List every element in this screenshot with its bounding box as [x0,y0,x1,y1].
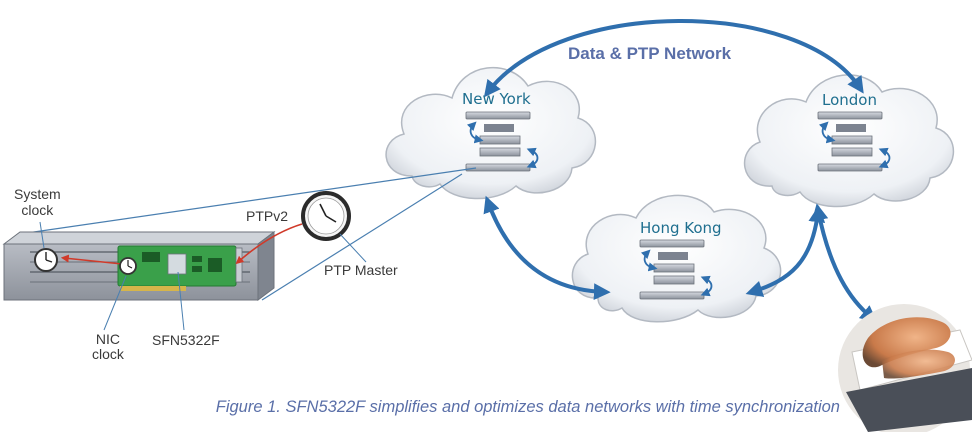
city-label-hong-kong: Hong Kong [640,219,722,237]
city-label-new-york: New York [462,90,531,108]
link-new-york-london [483,19,864,98]
nic-card [117,245,243,291]
typing-hands-image [838,304,972,436]
callout-line-top [19,167,477,235]
server-stack-hong-kong [639,239,713,300]
cloud-new-york [385,66,596,200]
server-stack-london [817,111,891,172]
system-clock-label: System clock [14,186,61,218]
nic-clock-icon [119,257,137,275]
link-new-york-hong-kong [483,195,611,301]
nic-model-label: SFN5322F [152,332,220,348]
callout-line-bottom [261,173,463,301]
system-clock-icon [34,248,58,272]
nic-model-pointer [177,271,185,331]
network-title: Data & PTP Network [568,44,732,63]
nic-clock-label: NIC clock [92,331,124,362]
ptp-link-arrow [235,223,303,265]
server-stack-new-york [465,111,539,172]
ptp-master-label: PTP Master [324,262,398,278]
system-clock-pointer [39,221,45,249]
link-london-user [811,203,878,323]
ptp-master-clock-icon [301,191,351,241]
figure-caption: Figure 1. SFN5322F simplifies and optimi… [215,398,840,416]
city-label-london: London [822,91,877,109]
sync-arrow-nic-to-system [60,254,123,265]
nic-clock-pointer [103,275,127,331]
ptp-master-pointer [339,233,367,263]
ptp-protocol-label: PTPv2 [246,208,289,224]
